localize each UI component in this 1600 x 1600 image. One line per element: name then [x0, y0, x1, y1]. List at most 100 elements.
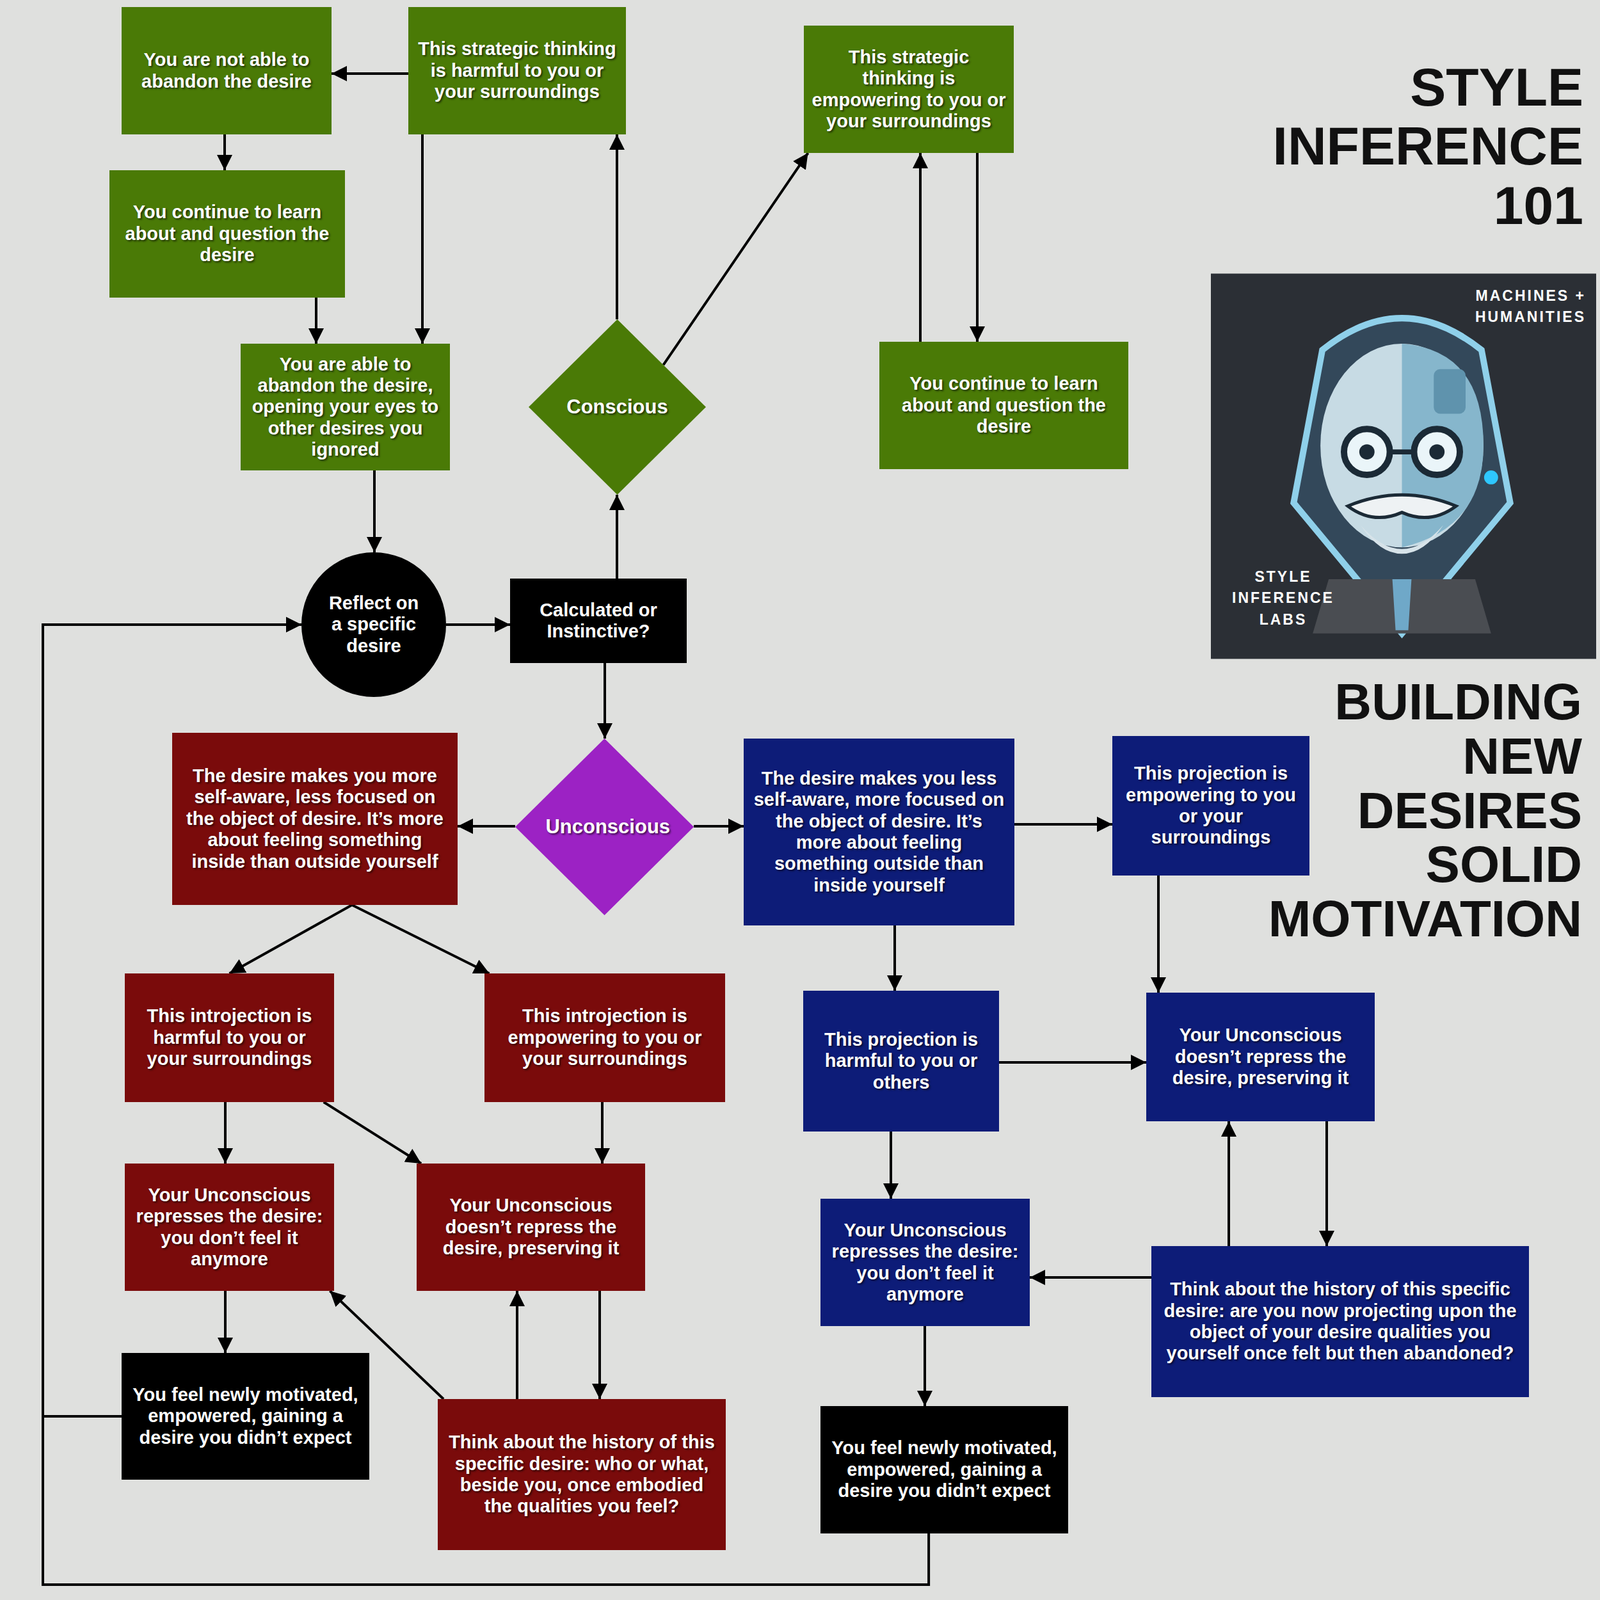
node-text: The desire makes you more self-aware, le…	[179, 765, 450, 873]
flow-arrow	[352, 904, 490, 974]
process-box: This introjection is empowering to you o…	[484, 973, 726, 1103]
logo-label: STYLE INFERENCE LABS	[1212, 566, 1354, 631]
flow-arrow	[1325, 1121, 1328, 1247]
result-box: You feel newly motivated, empowered, gai…	[820, 1406, 1069, 1534]
node-text: This strategic thinking is empowering to…	[811, 46, 1007, 132]
node-text: You continue to learn about and question…	[117, 201, 338, 266]
process-box: This projection is empowering to you or …	[1112, 736, 1310, 876]
flow-arrow	[603, 663, 607, 739]
node-text: This strategic thinking is harmful to yo…	[416, 38, 619, 103]
node-text: The desire makes you less self-aware, mo…	[751, 768, 1007, 896]
process-box: Your Unconscious represses the desire: y…	[820, 1198, 1030, 1327]
node-text: You feel newly motivated, empowered, gai…	[129, 1384, 362, 1449]
flow-arrow	[1227, 1121, 1231, 1247]
node-text: Reflect on a specific desire	[321, 592, 427, 657]
logo-badge	[1293, 318, 1510, 634]
node-text: This projection is empowering to you or …	[1120, 762, 1302, 848]
node-text: You feel newly motivated, empowered, gai…	[828, 1437, 1061, 1502]
flow-arrow	[598, 1290, 601, 1400]
logo-label: MACHINES + HUMANITIES	[1432, 285, 1586, 329]
flow-arrow	[515, 1290, 519, 1400]
flow-arrow	[1029, 1276, 1152, 1279]
circle-shape	[301, 552, 447, 697]
flow-arrow	[693, 824, 744, 828]
logo-tie	[1392, 579, 1412, 631]
node-text: Your Unconscious represses the desire: y…	[828, 1219, 1023, 1305]
flow-arrow	[224, 1290, 227, 1353]
node-text: Your Unconscious doesn’t repress the des…	[1153, 1024, 1368, 1089]
flow-arrow	[976, 152, 979, 342]
node-text: Your Unconscious represses the desire: y…	[132, 1184, 327, 1270]
flow-arrow	[889, 1131, 893, 1199]
start-circle: Reflect on a specific desire	[301, 552, 447, 697]
node-text: This introjection is empowering to you o…	[492, 1005, 718, 1070]
logo-beard	[1360, 525, 1444, 555]
flow-arrow	[457, 824, 516, 828]
node-text: You are able to abandon the desire, open…	[248, 353, 443, 461]
process-box: The desire makes you more self-aware, le…	[172, 732, 458, 905]
decision-diamond: Unconscious	[515, 738, 694, 916]
logo-light	[1484, 470, 1499, 485]
logo-head	[1320, 343, 1484, 548]
flow-arrow	[893, 925, 896, 991]
process-box: You continue to learn about and question…	[879, 341, 1129, 470]
flow-arrow	[331, 72, 409, 75]
flow-arrow	[421, 134, 424, 344]
flow-arrow	[323, 1102, 422, 1164]
process-box: You are not able to abandon the desire	[121, 7, 332, 135]
flow-arrow	[600, 1102, 604, 1164]
flow-arrow	[999, 1061, 1147, 1064]
node-text: This introjection is harmful to you or y…	[132, 1005, 327, 1070]
logo-suit	[1312, 579, 1492, 634]
process-box: You are able to abandon the desire, open…	[240, 343, 450, 471]
process-box: Your Unconscious represses the desire: y…	[124, 1163, 335, 1291]
node-text: This projection is harmful to you or oth…	[810, 1029, 992, 1094]
process-box: This projection is harmful to you or oth…	[803, 990, 1000, 1132]
node-text: Calculated or Instinctive?	[517, 599, 680, 643]
process-box: The desire makes you less self-aware, mo…	[743, 738, 1015, 926]
logo-glass-bridge	[1390, 449, 1415, 455]
node-text: You continue to learn about and question…	[887, 373, 1121, 438]
process-box: Think about the history of this specific…	[437, 1399, 726, 1551]
logo-eye-left	[1359, 444, 1375, 460]
flow-arrow	[314, 297, 318, 344]
node-text: Your Unconscious doesn’t repress the des…	[424, 1194, 638, 1259]
flow-arrow	[615, 134, 619, 320]
node-text: Think about the history of this specific…	[1159, 1278, 1522, 1364]
process-box: Your Unconscious doesn’t repress the des…	[416, 1163, 646, 1291]
question-box: Calculated or Instinctive?	[510, 578, 687, 664]
process-box: This introjection is harmful to you or y…	[124, 973, 335, 1103]
title: STYLE INFERENCE 101	[1007, 57, 1584, 235]
logo-glass-left	[1344, 428, 1391, 475]
process-box: This strategic thinking is harmful to yo…	[408, 7, 626, 135]
caption: BUILDING NEW DESIRES SOLID MOTIVATION	[1006, 675, 1583, 947]
process-box: Think about the history of this specific…	[1151, 1246, 1529, 1398]
node-text: Conscious	[566, 395, 668, 419]
logo-glass-right	[1413, 428, 1460, 475]
node-text: Think about the history of this specific…	[445, 1431, 719, 1517]
flow-arrow	[615, 494, 619, 579]
flow-arrow	[373, 470, 376, 553]
logo-plate	[1433, 369, 1466, 415]
node-text: You are not able to abandon the desire	[129, 49, 324, 93]
result-box: You feel newly motivated, empowered, gai…	[121, 1352, 370, 1480]
process-box: You continue to learn about and question…	[109, 170, 345, 298]
process-box: Your Unconscious doesn’t repress the des…	[1146, 992, 1375, 1122]
flow-arrow	[1157, 875, 1160, 993]
diamond-shape	[528, 319, 706, 495]
logo-ground	[1210, 273, 1597, 660]
flow-arrow	[919, 152, 922, 342]
flow-arrow	[223, 134, 226, 171]
flow-arrow	[446, 623, 511, 626]
logo-eye-right	[1429, 444, 1445, 460]
diamond-shape	[515, 738, 694, 916]
node-text: Unconscious	[545, 815, 664, 839]
process-box: This strategic thinking is empowering to…	[803, 25, 1014, 153]
decision-diamond: Conscious	[528, 319, 706, 495]
flow-arrow	[229, 904, 352, 974]
flow-arrow	[224, 1102, 227, 1164]
logo-mustache	[1347, 494, 1456, 518]
flow-arrow	[1014, 823, 1113, 826]
flow-arrow	[663, 152, 809, 365]
